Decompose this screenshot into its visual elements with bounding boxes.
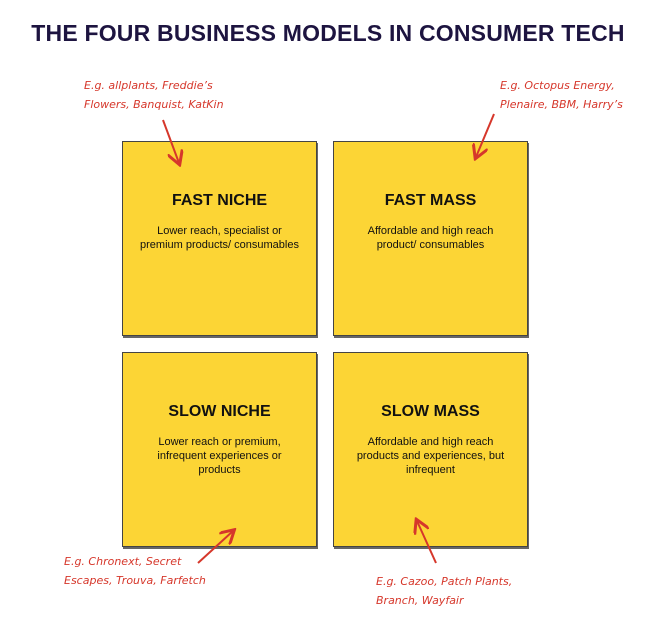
arrow-icon (417, 521, 437, 564)
quadrant-fast-niche: FAST NICHE Lower reach, specialist or pr… (122, 141, 317, 336)
annotation-slow-mass-examples: E.g. Cazoo, Patch Plants, Branch, Wayfai… (376, 575, 513, 607)
quadrant-description: Affordable and high reach product/ consu… (367, 225, 494, 251)
quadrant-description: Affordable and high reach products and e… (356, 436, 505, 476)
diagram-title: THE FOUR BUSINESS MODELS IN CONSUMER TEC… (31, 20, 625, 46)
annotation-fast-niche-examples: E.g. allplants, Freddie’s Flowers, Banqu… (84, 79, 224, 111)
arrow-icon (197, 531, 233, 564)
annotation-fast-mass-examples: E.g. Octopus Energy, Plenaire, BBM, Harr… (500, 79, 623, 111)
quadrant-heading: SLOW NICHE (168, 403, 271, 420)
quadrant-heading: FAST NICHE (171, 192, 268, 209)
arrow-icon (476, 113, 495, 157)
arrow-icon (162, 119, 179, 163)
annotation-slow-niche-examples: E.g. Chronext, Secret Escapes, Trouva, F… (64, 555, 206, 587)
quadrant-slow-niche: SLOW NICHE Lower reach or premium, infre… (122, 352, 317, 547)
quadrant-slow-mass: SLOW MASS Affordable and high reach prod… (333, 352, 528, 547)
quadrant-heading: FAST MASS (384, 192, 477, 209)
quadrant-description: Lower reach or premium, infrequent exper… (157, 436, 282, 476)
quadrant-fast-mass: FAST MASS Affordable and high reach prod… (333, 141, 528, 336)
quadrant-description: Lower reach, specialist or premium produ… (140, 225, 299, 251)
quadrant-heading: SLOW MASS (381, 403, 480, 420)
